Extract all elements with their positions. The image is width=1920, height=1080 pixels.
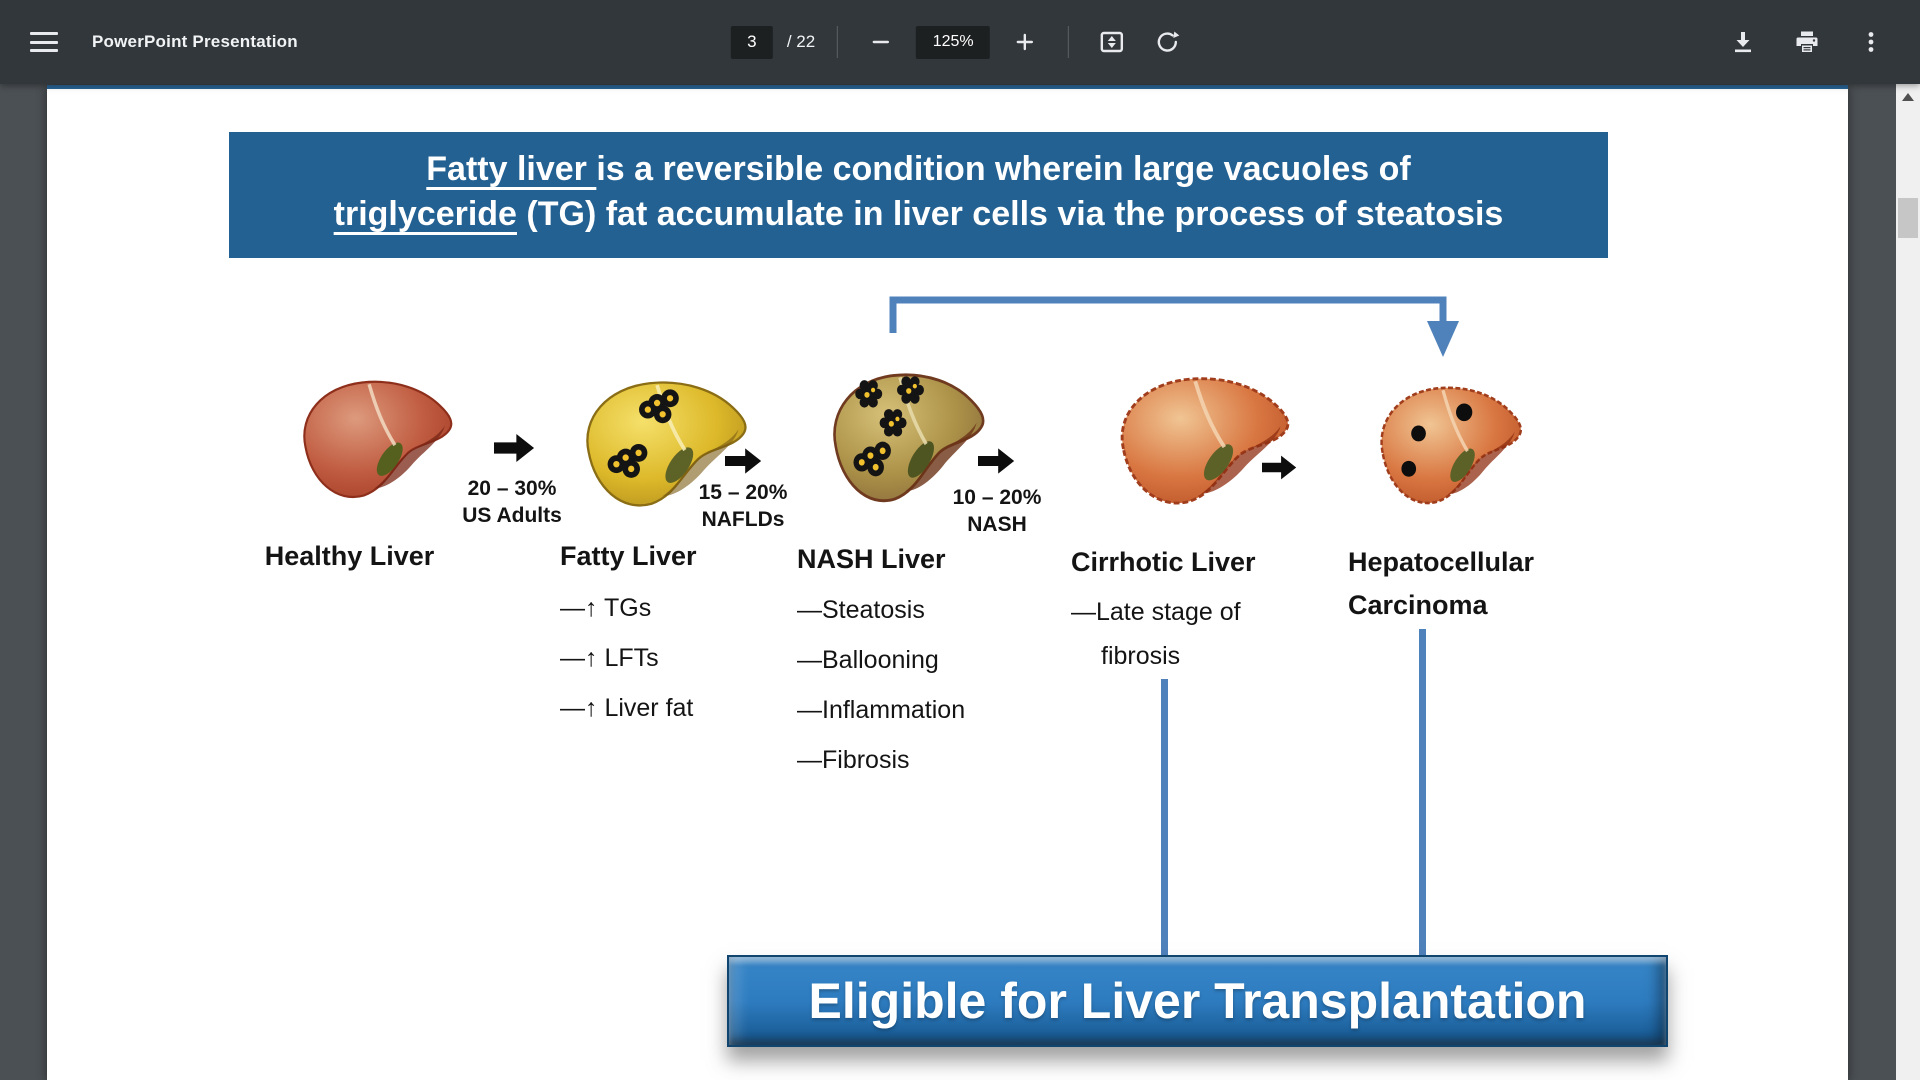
connector-cirrhotic-to-banner <box>1161 679 1168 956</box>
download-button[interactable] <box>1722 21 1764 63</box>
pdf-viewer-toolbar: PowerPoint Presentation / 22 125% <box>0 0 1920 84</box>
more-options-button[interactable] <box>1850 21 1892 63</box>
print-button[interactable] <box>1786 21 1828 63</box>
rotate-ccw-icon <box>1157 31 1180 52</box>
zoom-out-button[interactable] <box>860 21 902 63</box>
slide-page: Fatty liver is a reversible condition wh… <box>47 85 1848 1080</box>
hcc-liver-illustration <box>1380 386 1523 505</box>
page-number-input[interactable] <box>730 25 773 59</box>
stage-arrow-2 <box>725 448 762 474</box>
header-line-1: Fatty liver is a reversible condition wh… <box>426 150 1411 188</box>
zoom-in-button[interactable] <box>1004 21 1046 63</box>
zoom-in-icon <box>1016 33 1034 51</box>
document-canvas: Fatty liver is a reversible condition wh… <box>0 84 1920 1080</box>
cirrhotic-liver-illustration <box>1120 377 1290 505</box>
nash-liver-bullets: —Steatosis —Ballooning —Inflammation —Fi… <box>797 596 966 774</box>
menu-icon[interactable] <box>30 32 58 52</box>
stage-label-healthy-liver: Healthy Liver <box>264 541 435 571</box>
scroll-up-button[interactable] <box>1896 84 1920 110</box>
transition-label-nash: 10 – 20%NASH <box>952 486 1042 536</box>
fatty-liver-illustration <box>586 381 747 507</box>
zoom-level-display[interactable]: 125% <box>916 25 991 59</box>
toolbar-divider <box>837 26 839 58</box>
stage-arrow-1 <box>494 434 535 462</box>
stage-label-cirrhotic-liver: Cirrhotic Liver <box>1071 547 1256 577</box>
zoom-out-icon <box>872 40 890 44</box>
healthy-liver-illustration <box>303 380 453 499</box>
scrollbar-thumb[interactable] <box>1898 198 1918 238</box>
transition-label-naflds: 15 – 20%NAFLDs <box>698 481 788 531</box>
nash-liver-illustration <box>833 373 985 503</box>
header-line-2: triglyceride (TG) fat accumulate in live… <box>333 195 1504 233</box>
stage-arrow-3 <box>978 448 1015 474</box>
download-icon <box>1735 32 1751 53</box>
document-title: PowerPoint Presentation <box>92 32 298 51</box>
fit-page-button[interactable] <box>1091 21 1133 63</box>
progression-arrow <box>889 296 1459 357</box>
fatty-liver-bullets: —↑ TGs —↑ LFTs —↑ Liver fat <box>560 594 694 722</box>
transplant-banner: Eligible for Liver Transplantation <box>727 955 1668 1047</box>
page-count-label: / 22 <box>786 32 816 51</box>
stage-label-fatty-liver: Fatty Liver <box>560 541 697 571</box>
connector-hcc-to-banner <box>1419 629 1426 956</box>
vertical-scrollbar[interactable] <box>1896 84 1920 1080</box>
slide-header-box: Fatty liver is a reversible condition wh… <box>229 132 1608 258</box>
slide-top-rule <box>47 85 1848 89</box>
toolbar-divider <box>1068 26 1070 58</box>
cirrhotic-liver-bullets: —Late stage of fibrosis <box>1071 598 1241 670</box>
stage-label-hepatocellular-carcinoma: Hepatocellular Carcinoma <box>1348 547 1535 620</box>
stage-label-nash-liver: NASH Liver <box>797 544 946 574</box>
rotate-button[interactable] <box>1147 21 1189 63</box>
stage-arrow-4 <box>1262 455 1297 480</box>
transition-label-us-adults: 20 – 30%US Adults <box>462 477 562 527</box>
fit-page-icon <box>1100 31 1124 53</box>
print-icon <box>1796 31 1818 52</box>
more-options-icon <box>1868 32 1874 52</box>
